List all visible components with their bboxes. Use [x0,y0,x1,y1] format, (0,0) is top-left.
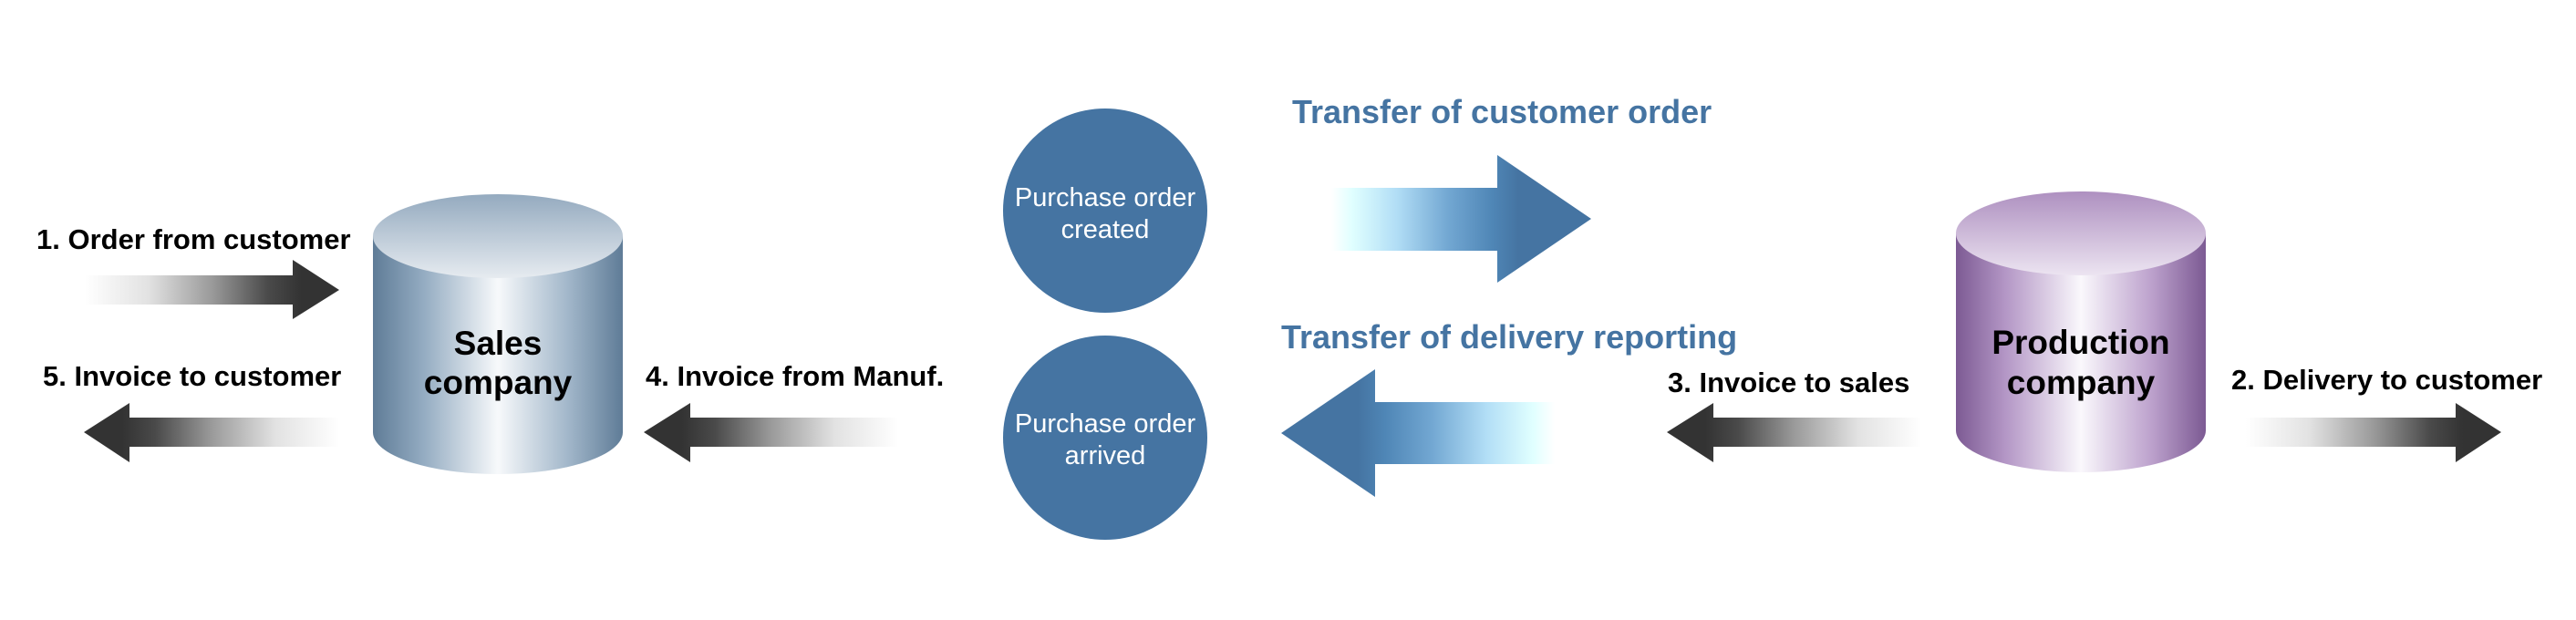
order-from-customer-arrow [85,260,339,319]
transfer-delivery-reporting: Transfer of delivery reporting [1281,318,1737,497]
flow-order-from-customer: 1. Order from customer [36,223,351,319]
flow-invoice-from-manuf: 4. Invoice from Manuf. [644,360,944,462]
transfer-customer-order-arrow [1331,155,1591,283]
invoice-from-manuf-arrow [644,403,898,462]
delivery-to-customer-arrow [2246,403,2501,462]
purchase-order-arrived-circle [1003,336,1207,540]
invoice-to-sales-arrow [1667,403,1921,462]
transfer-customer-order-label: Transfer of customer order [1292,93,1712,130]
flow-invoice-to-customer: 5. Invoice to customer [43,360,341,462]
sales-company-node: Sales company [373,194,623,474]
purchase-order-arrived-node: Purchase order arrived [1003,336,1207,540]
order-from-customer-label: 1. Order from customer [36,223,351,255]
delivery-to-customer-label: 2. Delivery to customer [2231,364,2542,396]
purchase-order-created-node: Purchase order created [1003,108,1207,313]
invoice-from-manuf-label: 4. Invoice from Manuf. [646,360,944,392]
flow-invoice-to-sales: 3. Invoice to sales [1667,367,1921,462]
sales-cylinder-top [373,194,623,278]
production-company-label-line2: company [2007,364,2156,401]
sales-company-label-line1: Sales [454,325,543,362]
flow-delivery-to-customer: 2. Delivery to customer [2231,364,2542,462]
invoice-to-customer-arrow [84,403,339,462]
production-cylinder-body [1956,233,2206,472]
transfer-customer-order: Transfer of customer order [1292,93,1712,283]
production-company-label-line1: Production [1991,324,2169,361]
transfer-delivery-reporting-arrow [1281,369,1555,497]
production-company-node: Production company [1956,191,2206,472]
purchase-order-arrived-line1: Purchase order [1015,409,1196,439]
invoice-to-sales-label: 3. Invoice to sales [1668,367,1909,398]
purchase-order-created-line2: created [1061,215,1150,244]
purchase-order-created-circle [1003,108,1207,313]
production-cylinder-top [1956,191,2206,275]
purchase-order-created-line1: Purchase order [1015,183,1196,212]
invoice-to-customer-label: 5. Invoice to customer [43,360,341,392]
sales-cylinder-body [373,236,623,474]
sales-company-label-line2: company [424,364,573,401]
transfer-delivery-reporting-label: Transfer of delivery reporting [1281,318,1737,356]
purchase-order-arrived-line2: arrived [1065,441,1146,470]
